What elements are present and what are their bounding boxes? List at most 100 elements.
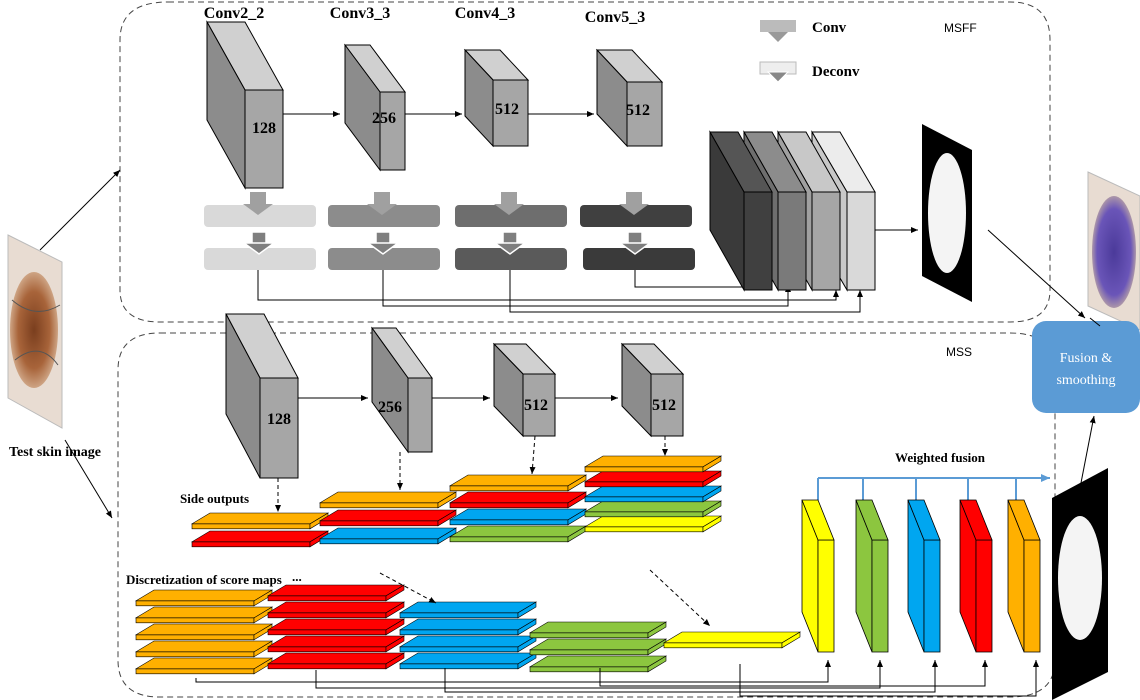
- disc-green-0-edge: [529, 632, 649, 639]
- arrow-to-msff: [39, 169, 121, 251]
- arrow-to-mss: [64, 439, 113, 519]
- side-out-1-0: [190, 512, 330, 525]
- stage-title-conv4-3: Conv4_3: [455, 5, 515, 22]
- side-out-3-3: [448, 525, 588, 538]
- mss-channels-128: 128: [267, 411, 291, 428]
- side-out-3-1-edge: [449, 502, 569, 509]
- test-image-label: Test skin image: [9, 445, 101, 460]
- side-out-2-1: [318, 509, 458, 522]
- side-out-3-0: [448, 474, 588, 487]
- disc-orange-0-edge: [135, 600, 255, 607]
- disc-green-1-edge: [529, 649, 649, 656]
- mss-channels-512-b: 512: [652, 397, 676, 414]
- side-out-3-1: [448, 491, 588, 504]
- disc-blue-0-edge: [399, 612, 519, 619]
- disc-red-0: [266, 584, 406, 597]
- fusion-col-orange-top: [1007, 499, 1041, 541]
- disc-yellow-0: [662, 631, 802, 644]
- disc-red-4: [266, 652, 406, 665]
- side-outputs-label: Side outputs: [180, 491, 249, 506]
- mss-block-512-a: [492, 342, 557, 438]
- fusion-smoothing-box: [1032, 321, 1140, 413]
- mss-output-map: [1052, 468, 1108, 700]
- ellipsis-label: ...: [292, 569, 302, 584]
- disc-red-3-edge: [267, 646, 387, 653]
- fusion-col-blue: [923, 539, 941, 653]
- disc-orange-2-edge: [135, 634, 255, 641]
- disc-red-2: [266, 618, 406, 631]
- disc-green-0: [528, 621, 668, 634]
- mss-bottom-lines: [195, 660, 1039, 697]
- mss-block-512-b: [620, 342, 685, 438]
- weighted-fusion-label: Weighted fusion: [895, 450, 986, 465]
- disc-yellow-0-edge: [663, 642, 783, 649]
- disc-orange-1-edge: [135, 617, 255, 624]
- disc-blue-2: [398, 635, 538, 648]
- side-out-4-1: [583, 470, 723, 483]
- stage-title-conv5-3: Conv5_3: [585, 9, 645, 26]
- test-skin-image: [7, 234, 63, 429]
- disc-green-2: [528, 655, 668, 668]
- side-out-3-3-edge: [449, 536, 569, 543]
- msff-block-conv4-3: [463, 48, 530, 148]
- mss-label: MSS: [946, 345, 972, 359]
- fusion-col-red: [975, 539, 993, 653]
- disc-red-0-edge: [267, 595, 387, 602]
- side-out-3-0-edge: [449, 485, 569, 492]
- mss-block-128: [225, 313, 299, 479]
- disc-red-3: [266, 635, 406, 648]
- fusion-col-red-top: [959, 499, 993, 541]
- side-out-2-2: [318, 527, 458, 540]
- msff-block-conv5-3: [595, 48, 664, 148]
- fusion-col-yellow-top: [801, 499, 835, 541]
- fusion-line-1: Fusion &: [1060, 351, 1113, 366]
- side-out-1-1-edge: [191, 541, 311, 548]
- disc-red-2-edge: [267, 629, 387, 636]
- weighted-fusion-columns: [801, 499, 1041, 653]
- fusion-col-green: [871, 539, 889, 653]
- disc-red-1: [266, 601, 406, 614]
- side-out-4-4: [583, 515, 723, 528]
- side-out-4-0-edge: [584, 466, 704, 473]
- side-out-1-1: [190, 530, 330, 543]
- disc-orange-4: [134, 657, 274, 670]
- side-output-layers: [134, 455, 802, 675]
- disc-blue-0: [398, 601, 538, 614]
- discretization-label: Discretization of score maps: [126, 572, 282, 587]
- disc-orange-4-edge: [135, 668, 255, 675]
- side-output-arrows: [275, 435, 668, 512]
- fusion-col-orange: [1023, 539, 1041, 653]
- side-out-4-2-edge: [584, 496, 704, 503]
- fusion-line-2: smoothing: [1056, 373, 1115, 388]
- side-out-4-0: [583, 455, 723, 468]
- msff-channels-128: 128: [252, 120, 276, 137]
- legend-conv-label: Conv: [812, 20, 847, 36]
- disc-orange-3: [134, 640, 274, 653]
- msff-fusion-lines: [257, 270, 863, 313]
- side-out-1-0-edge: [191, 523, 311, 530]
- mss-channels-256: 256: [378, 399, 402, 416]
- side-out-2-1-edge: [319, 520, 439, 527]
- side-out-4-3-edge: [584, 511, 704, 518]
- disc-blue-1-edge: [399, 629, 519, 636]
- stage-title-conv3-3: Conv3_3: [330, 5, 390, 22]
- mss-block-256: [371, 326, 433, 454]
- msff-channels-512-a: 512: [495, 101, 519, 118]
- disc-blue-2-edge: [399, 646, 519, 653]
- msff-output-map: [922, 124, 972, 302]
- mss-channels-512-a: 512: [524, 397, 548, 414]
- disc-orange-0: [134, 589, 274, 602]
- deconv-legend-icon: [759, 61, 797, 83]
- discretize-arrow-2: [649, 569, 711, 627]
- arrow-fusion-to-result: [1089, 317, 1101, 327]
- side-out-3-2: [448, 508, 588, 521]
- side-out-2-0-edge: [319, 502, 439, 509]
- msff-block-conv2-2: [206, 20, 284, 190]
- side-out-2-2-edge: [319, 538, 439, 545]
- fusion-col-blue-top: [907, 499, 941, 541]
- disc-blue-3: [398, 652, 538, 665]
- disc-red-4-edge: [267, 663, 387, 670]
- legend-deconv-label: Deconv: [812, 64, 860, 80]
- msff-region: [119, 1, 1051, 323]
